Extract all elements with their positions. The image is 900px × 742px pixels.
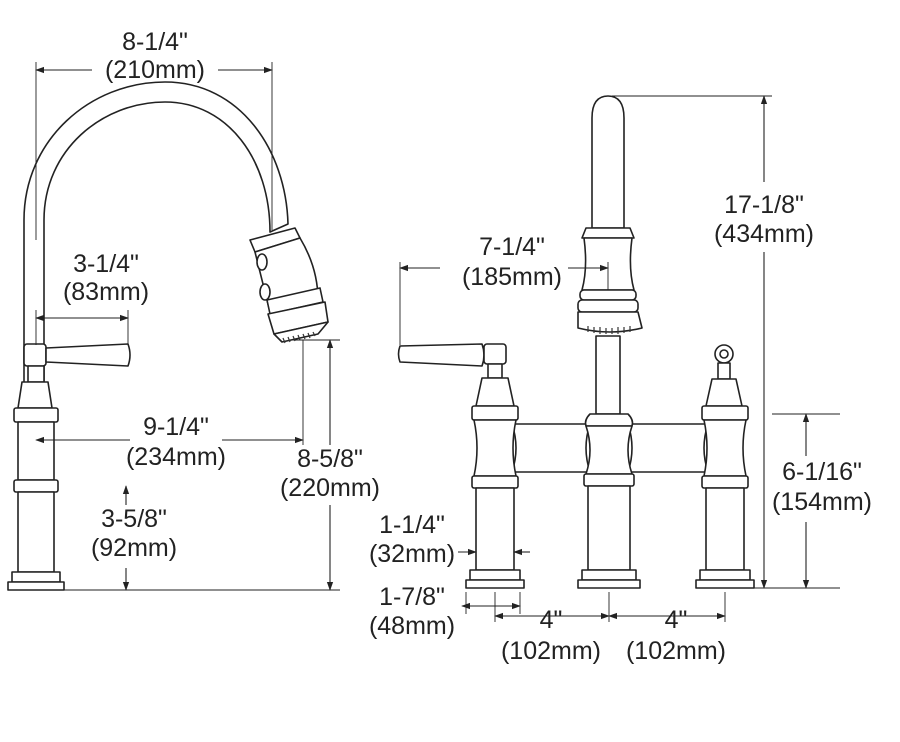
- handle-reach-imperial: 7-1/4": [479, 233, 545, 261]
- handle-reach-metric: (185mm): [462, 263, 562, 291]
- side-faucet-body: [7, 365, 65, 591]
- bridge-height-metric: (154mm): [772, 488, 872, 516]
- side-view-dimensions: [35, 62, 340, 591]
- shank-diameter-imperial: 1-1/4": [379, 511, 445, 539]
- front-center-column: [577, 413, 641, 589]
- spout-to-center-imperial: 9-1/4": [143, 413, 209, 441]
- handle-length-imperial: 3-1/4": [73, 250, 139, 278]
- side-view-faucet: [7, 81, 329, 591]
- overall-height-imperial: 17-1/8": [724, 191, 804, 219]
- spout-to-center-metric: (234mm): [126, 443, 226, 471]
- base-height-metric: (92mm): [91, 534, 177, 562]
- front-view-dimensions: [399, 95, 840, 622]
- overall-height-metric: (434mm): [714, 220, 814, 248]
- front-spout: [577, 95, 643, 415]
- left-spacing-metric: (102mm): [501, 637, 601, 665]
- spray-head: [249, 227, 329, 344]
- spray-clearance-imperial: 8-5/8": [297, 445, 363, 473]
- right-spacing-imperial: 4": [665, 606, 688, 634]
- side-lever-handle: [23, 343, 131, 367]
- spout-reach-imperial: 8-1/4": [122, 28, 188, 56]
- front-left-column: [397, 343, 525, 589]
- left-spacing-imperial: 4": [540, 606, 563, 634]
- handle-length-metric: (83mm): [63, 278, 149, 306]
- spray-clearance-metric: (220mm): [280, 474, 380, 502]
- base-height-imperial: 3-5/8": [101, 505, 167, 533]
- base-diameter-metric: (48mm): [369, 612, 455, 640]
- right-spacing-metric: (102mm): [626, 637, 726, 665]
- front-view-faucet: [397, 95, 755, 589]
- front-right-column: [695, 344, 755, 589]
- front-bridge: [511, 423, 709, 473]
- spout-reach-metric: (210mm): [105, 56, 205, 84]
- shank-diameter-metric: (32mm): [369, 540, 455, 568]
- bridge-height-imperial: 6-1/16": [782, 458, 862, 486]
- gooseneck-spout: [23, 81, 289, 399]
- base-diameter-imperial: 1-7/8": [379, 583, 445, 611]
